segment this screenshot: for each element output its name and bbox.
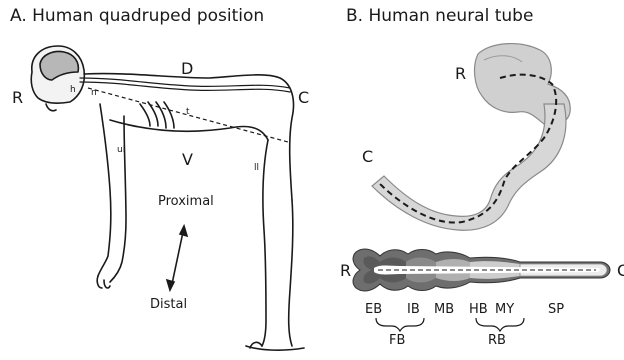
segment-sp: SP [548,302,564,317]
lower-limb [262,140,268,346]
schematic-label-rostral: R [340,261,351,280]
label-trunk: t [186,107,190,117]
label-neck: n [91,88,97,98]
group-rb: RB [488,333,506,348]
segment-hb: HB [469,302,488,317]
upper-limb [98,104,111,276]
panel-b-title: B. Human neural tube [346,6,533,26]
label-ventral: V [182,150,193,169]
label-rostral: R [12,88,23,107]
schematic-label-caudal: C [617,261,624,280]
segment-eb: EB [365,302,382,317]
label-upper-limb: ul [117,145,125,155]
tube-label-rostral: R [455,64,466,83]
tube-schematic [353,249,610,291]
label-lower-limb: ll [254,163,259,173]
label-head: h [70,85,76,95]
proximal-distal-arrow [167,226,187,290]
rb-brace [476,318,524,331]
segment-ib: IB [407,302,420,317]
neural-tube-body [372,104,566,230]
segment-my: MY [495,302,514,317]
group-fb: FB [389,333,405,348]
segment-mb: MB [434,302,454,317]
tube-label-caudal: C [362,147,373,166]
label-distal: Distal [150,297,187,312]
trunk-outline [84,74,294,200]
fb-brace [376,318,424,331]
label-dorsal: D [181,59,193,78]
label-proximal: Proximal [158,194,214,209]
segment-braces [376,318,524,331]
label-caudal: C [298,88,309,107]
